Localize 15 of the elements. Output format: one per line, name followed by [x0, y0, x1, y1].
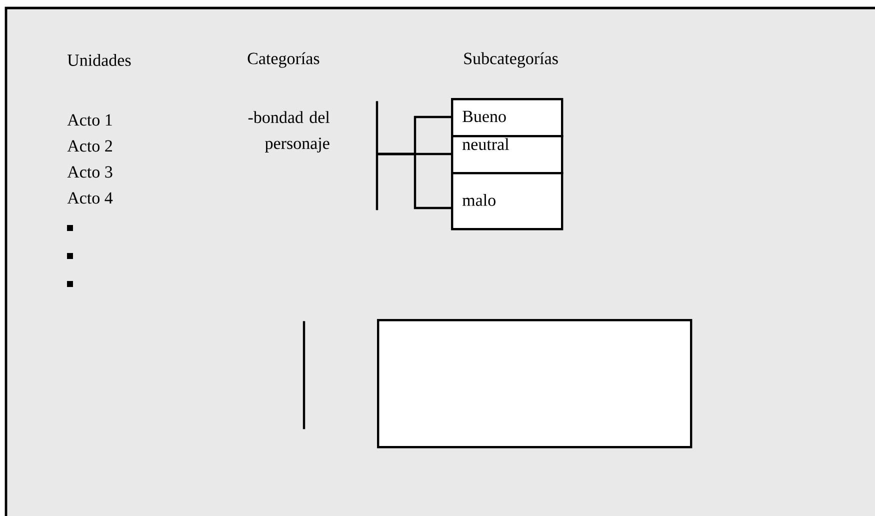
act-label: Acto 4 [67, 192, 113, 204]
category-text: -bondad del personaje [248, 111, 330, 153]
empty-box [377, 319, 692, 448]
category-box: Bueno [451, 98, 564, 138]
act-label: Acto 1 [67, 114, 112, 126]
vertical-bar [302, 321, 306, 430]
column-heading: Categorías [248, 52, 320, 68]
vertical-bar [376, 101, 378, 210]
act-label: Acto 2 [67, 140, 112, 152]
act-label: Acto 3 [67, 166, 112, 178]
column-heading: Subcategorías [464, 52, 558, 68]
category-box: malo [451, 172, 564, 230]
category-box: neutral [451, 135, 564, 174]
connector-line [378, 152, 452, 210]
column-heading: Unidades [67, 54, 131, 66]
